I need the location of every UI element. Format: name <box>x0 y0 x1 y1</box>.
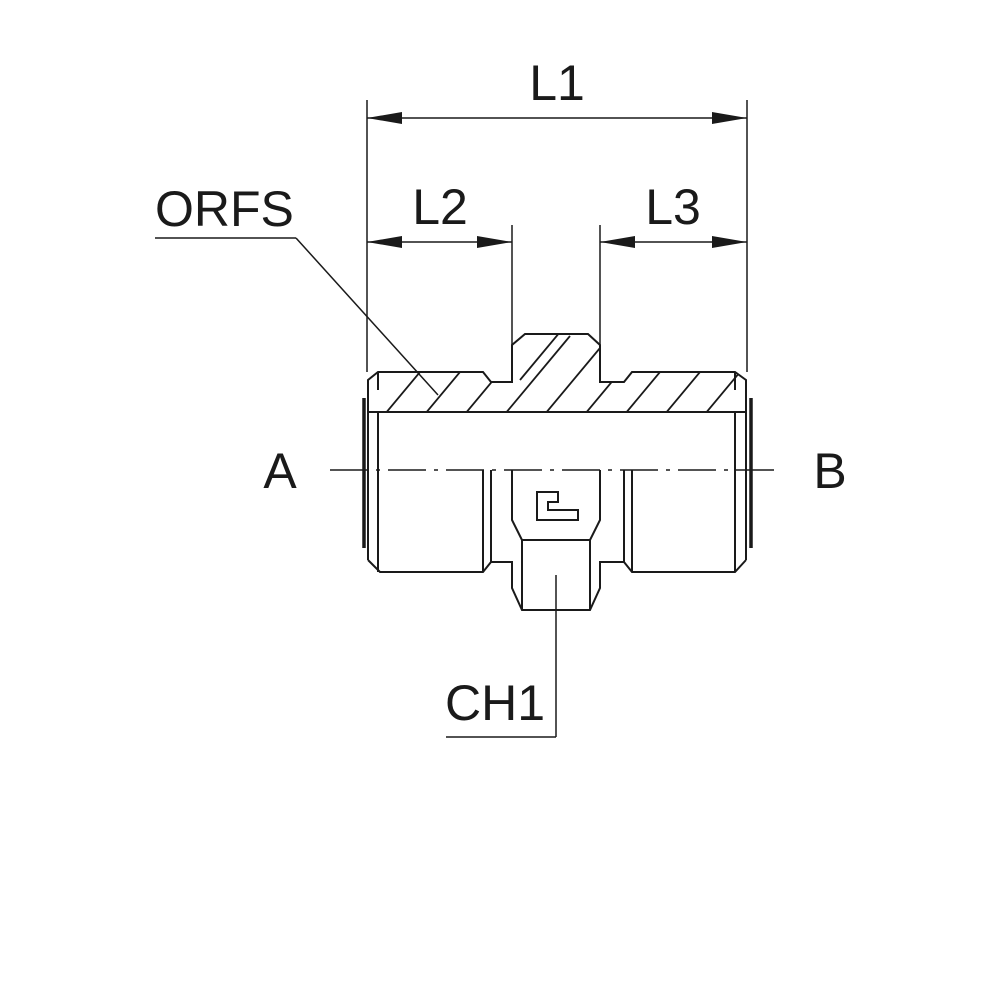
arrowhead-icon <box>600 236 635 248</box>
dimension-l3: L3 <box>599 179 747 345</box>
dimension-l2: L2 <box>367 179 513 345</box>
orfs-leader-line <box>295 237 439 396</box>
dimension-l1: L1 <box>366 55 748 372</box>
manufacturer-logo-icon <box>536 491 579 521</box>
ch1-callout: CH1 <box>445 575 557 738</box>
orfs-callout: ORFS <box>155 181 439 396</box>
hex-flat-left <box>511 470 523 610</box>
label-l2: L2 <box>412 179 468 235</box>
hex-flat-right <box>589 470 601 610</box>
label-ch1: CH1 <box>445 675 545 731</box>
label-l1: L1 <box>529 55 585 111</box>
label-port-a: A <box>263 443 297 499</box>
arrowhead-icon <box>712 236 747 248</box>
arrowhead-icon <box>367 236 402 248</box>
label-port-b: B <box>813 443 846 499</box>
section-hatching <box>379 334 746 412</box>
arrowhead-icon <box>712 112 747 124</box>
lower-profile <box>367 559 747 611</box>
fitting-body <box>362 333 753 611</box>
centerline: A B <box>263 443 846 499</box>
label-l3: L3 <box>645 179 701 235</box>
upper-profile <box>367 333 747 390</box>
arrowhead-icon <box>477 236 512 248</box>
arrowhead-icon <box>367 112 402 124</box>
label-orfs: ORFS <box>155 181 294 237</box>
